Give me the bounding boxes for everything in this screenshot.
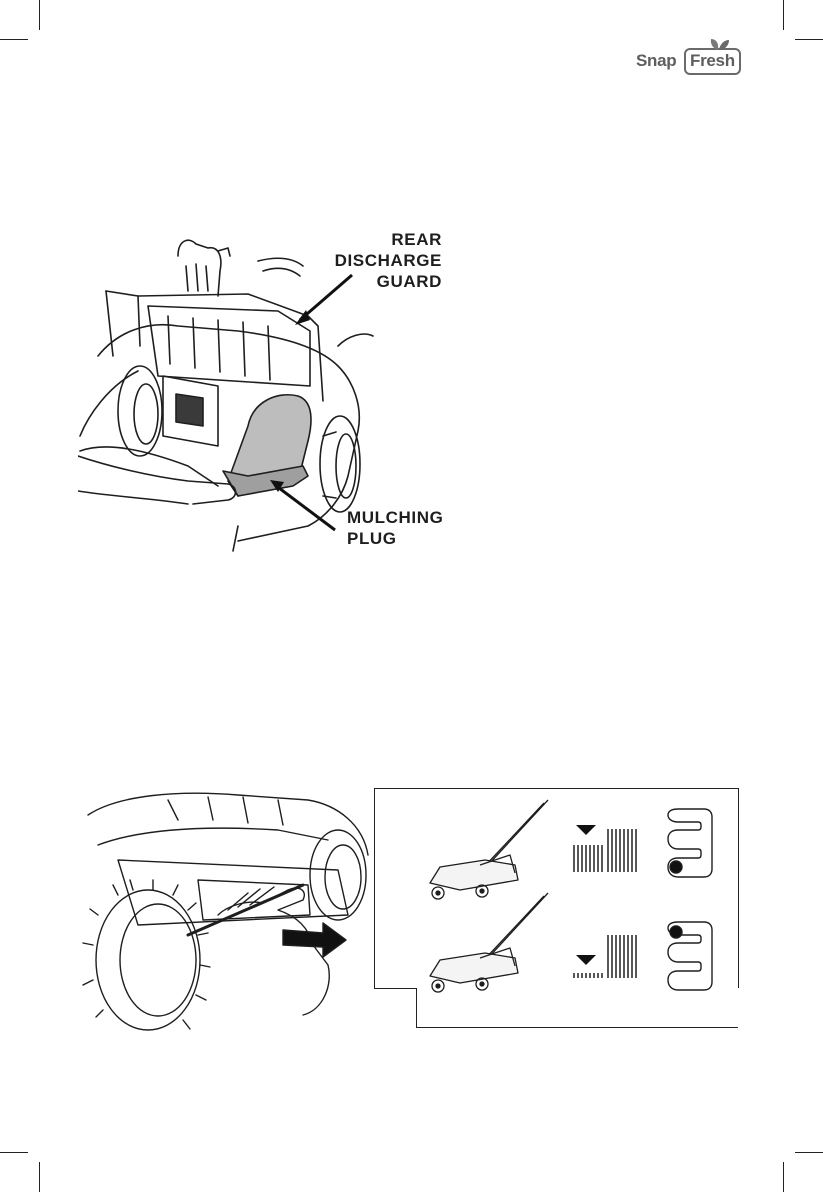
inset-frame-bottom [416,1027,738,1028]
lever-slot-low-position-icon [664,807,714,879]
brand-logo-fresh: Fresh [684,48,741,75]
label-mulching-plug: MULCHING PLUG [347,507,467,549]
brand-logo: Snap Fresh [636,37,752,79]
crop-mark-bottom-right-h [795,1152,823,1153]
height-lever-illustration [78,785,378,1035]
crop-mark-top-left-v [39,0,40,30]
lever-slot-high-position-icon [664,920,714,992]
label-line-mulching: MULCHING [347,507,467,528]
label-rear-discharge-guard: REAR DISCHARGE GUARD [300,229,442,292]
inset-frame-top [374,788,738,789]
leaf-icon [708,37,730,51]
crop-mark-bottom-left-v [39,1162,40,1192]
label-line-rear: REAR [300,229,442,250]
label-line-plug: PLUG [347,528,467,549]
crop-mark-top-right-h [795,39,823,40]
grass-height-high-icon [572,823,638,873]
crop-mark-top-right-v [783,0,784,30]
mower-low-icon [420,888,555,998]
inset-frame-left [374,788,375,988]
pointer-lines [270,270,360,540]
crop-mark-top-left-h [0,39,28,40]
crop-mark-bottom-right-v [783,1162,784,1192]
crop-mark-bottom-left-h [0,1152,28,1153]
brand-logo-snap: Snap [636,51,676,71]
grass-height-low-icon [572,933,638,979]
label-line-discharge: DISCHARGE [300,250,442,271]
inset-frame-step [374,988,416,989]
label-line-guard: GUARD [300,271,442,292]
inset-frame-right [738,788,739,988]
inset-frame-step-v [416,988,417,1028]
